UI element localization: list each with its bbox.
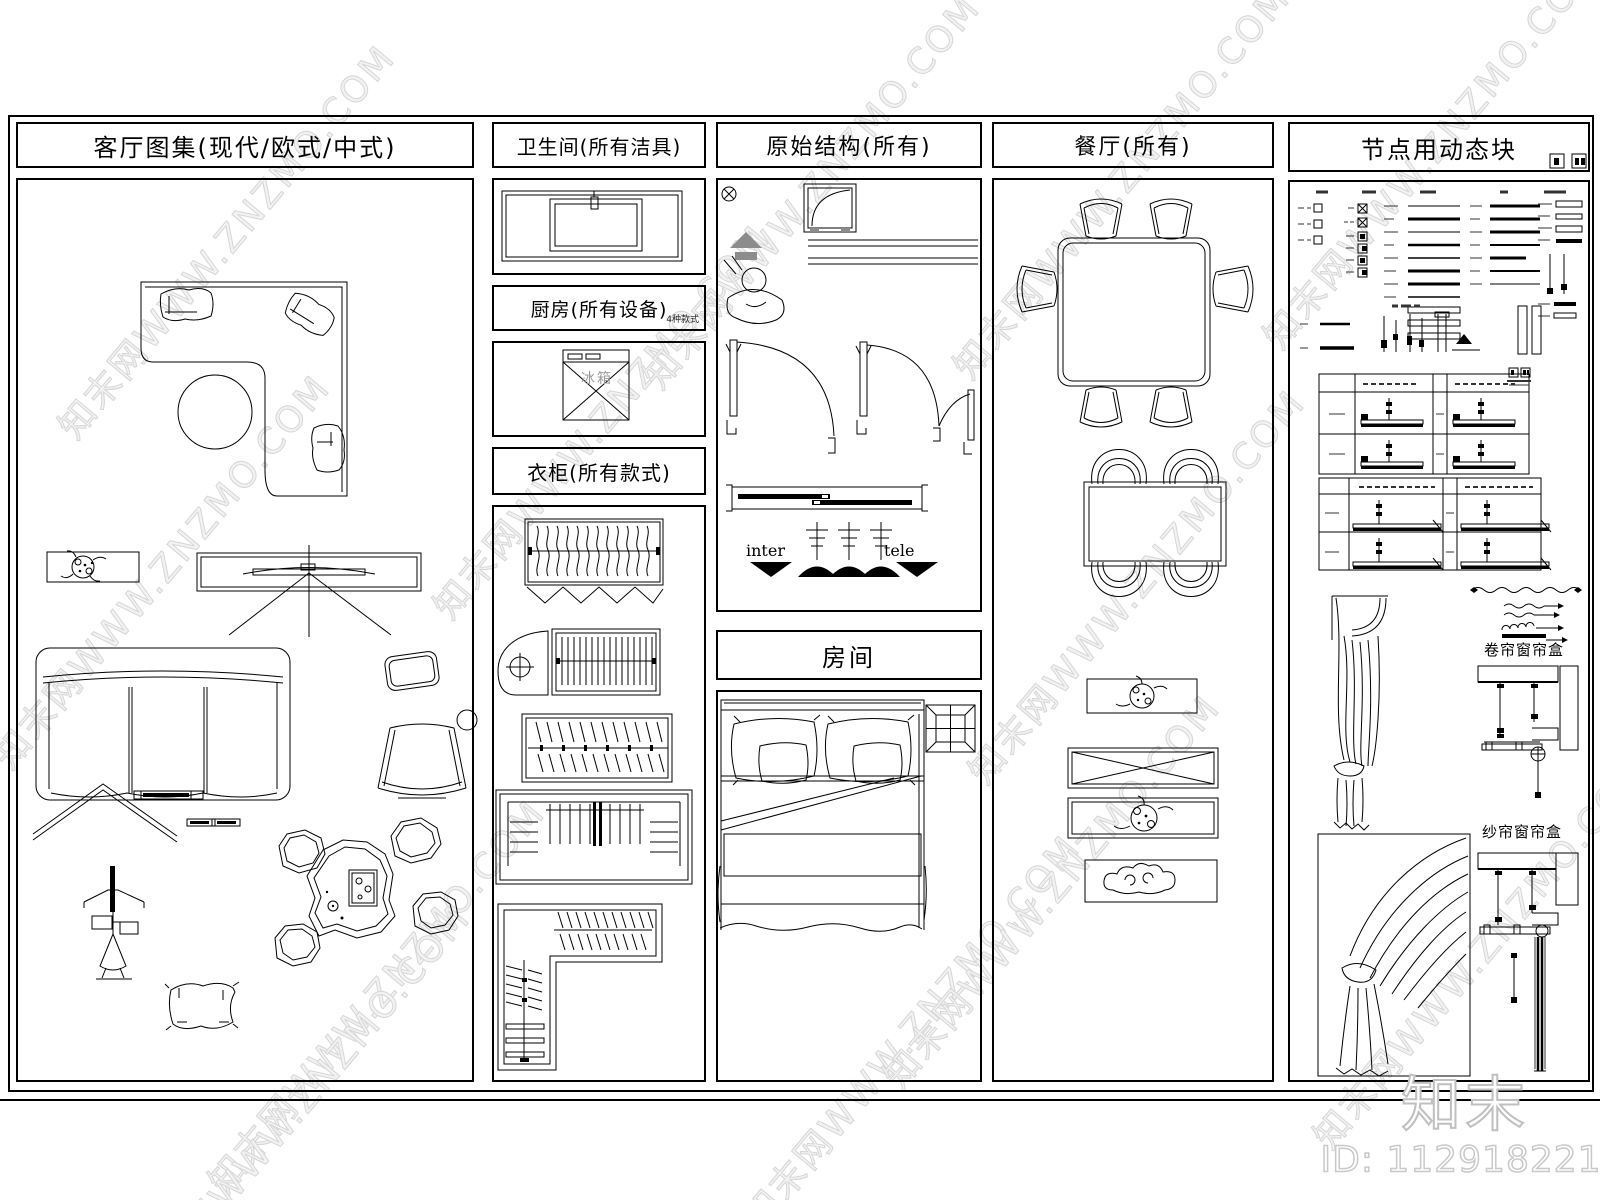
- rock-tea-table-set-drawing: [274, 817, 459, 967]
- scroll-decor-drawing: [1084, 859, 1218, 903]
- dining-title: 餐厅(所有): [1074, 135, 1192, 160]
- fridge-drawing: [562, 349, 630, 421]
- kitchen-header: 厨房(所有设备) 4种款式: [492, 285, 706, 331]
- sideboard-flower-drawing: [1086, 675, 1198, 714]
- nodes-column-header: 节点用动态块: [1288, 122, 1590, 172]
- structure-panel: [716, 178, 982, 612]
- sheer-curtain-box-label: 纱帘窗帘盒: [1482, 823, 1563, 841]
- fridge-panel: [492, 341, 706, 437]
- room-title: 房间: [822, 643, 876, 672]
- kitchen-note: 4种款式: [666, 315, 699, 325]
- sideboard-flower2-drawing: [1067, 795, 1219, 839]
- dining-table-4-chairs-drawing: [1083, 449, 1227, 597]
- sheet-bottom-line: [0, 1099, 1600, 1101]
- kitchen-title: 厨房(所有设备): [530, 298, 668, 321]
- structure-title: 原始结构(所有): [766, 135, 932, 160]
- segmented-bar-drawing: [186, 818, 241, 827]
- image-id-text: ID: 1129182219: [1320, 1139, 1600, 1182]
- dining-table-6-chairs-drawing: [1016, 198, 1254, 428]
- ceiling-node-table-drawing: [1318, 367, 1552, 571]
- living-title: 客厅图集(现代/欧式/中式): [93, 133, 397, 162]
- fridge-label: 冰箱: [581, 371, 613, 387]
- double-bed-drawing: [717, 699, 976, 932]
- nodes-title: 节点用动态块: [1361, 135, 1517, 164]
- room-header: 房间: [716, 630, 982, 680]
- nodes-panel: [1288, 180, 1590, 1082]
- wardrobe-l-shape-drawing: [497, 903, 663, 1071]
- floor-lamp-drawing: [83, 866, 145, 980]
- bathroom-sink-drawing: [501, 190, 683, 262]
- three-seat-sofa-drawing: [35, 647, 291, 801]
- tele-label: tele: [884, 541, 915, 560]
- drape-curtain-drawing: [1331, 595, 1388, 831]
- linetype-legend-drawing: [1298, 190, 1583, 355]
- wardrobe-u-shape-drawing: [495, 789, 693, 885]
- living-panel: [16, 178, 474, 1082]
- curtain-symbols-drawing: [1470, 587, 1582, 643]
- flower-decor-drawing: [46, 550, 140, 583]
- living-column-header: 客厅图集(现代/欧式/中式): [16, 122, 474, 168]
- bathroom-title: 卫生间(所有洁具): [516, 134, 682, 159]
- sectional-sofa-drawing: [140, 281, 348, 497]
- roller-curtain-box-label: 卷帘窗帘盒: [1484, 641, 1565, 659]
- room-panel: [716, 690, 982, 1082]
- wardrobe-slant-hangers-drawing: [521, 713, 673, 783]
- bathroom-column-header: 卫生间(所有洁具): [492, 122, 706, 168]
- dynamic-block-icon: [1549, 153, 1587, 169]
- wardrobe-hangers-drawing: [524, 518, 664, 604]
- wardrobe-corner-drawing: [497, 628, 661, 696]
- sheer-curtain-section-drawing: [1477, 852, 1579, 1072]
- sheet-border: [8, 115, 1594, 1092]
- wardrobe-panel: [492, 505, 706, 1082]
- bar-block-drawing: [133, 790, 204, 800]
- wardrobe-title: 衣柜(所有款式): [527, 460, 671, 485]
- chevron-trim-drawing: [32, 783, 178, 843]
- tv-cabinet-drawing: [196, 545, 422, 637]
- swag-curtain-drawing: [1317, 833, 1471, 1077]
- wardrobe-header: 衣柜(所有款式): [492, 447, 706, 495]
- dining-panel: [992, 178, 1274, 1082]
- cabinet-x-drawing: [1067, 747, 1219, 789]
- pillow-drawing: [164, 981, 240, 1031]
- roller-curtain-section-drawing: [1477, 665, 1579, 798]
- dining-column-header: 餐厅(所有): [992, 122, 1274, 168]
- armchair-side-table-drawing: [377, 651, 478, 799]
- sink-panel: [492, 178, 706, 275]
- inter-label: inter: [746, 541, 785, 560]
- structure-column-header: 原始结构(所有): [716, 122, 982, 168]
- structure-blocks-drawing: [721, 183, 978, 577]
- znzmo-logo: 知末: [1400, 1070, 1529, 1142]
